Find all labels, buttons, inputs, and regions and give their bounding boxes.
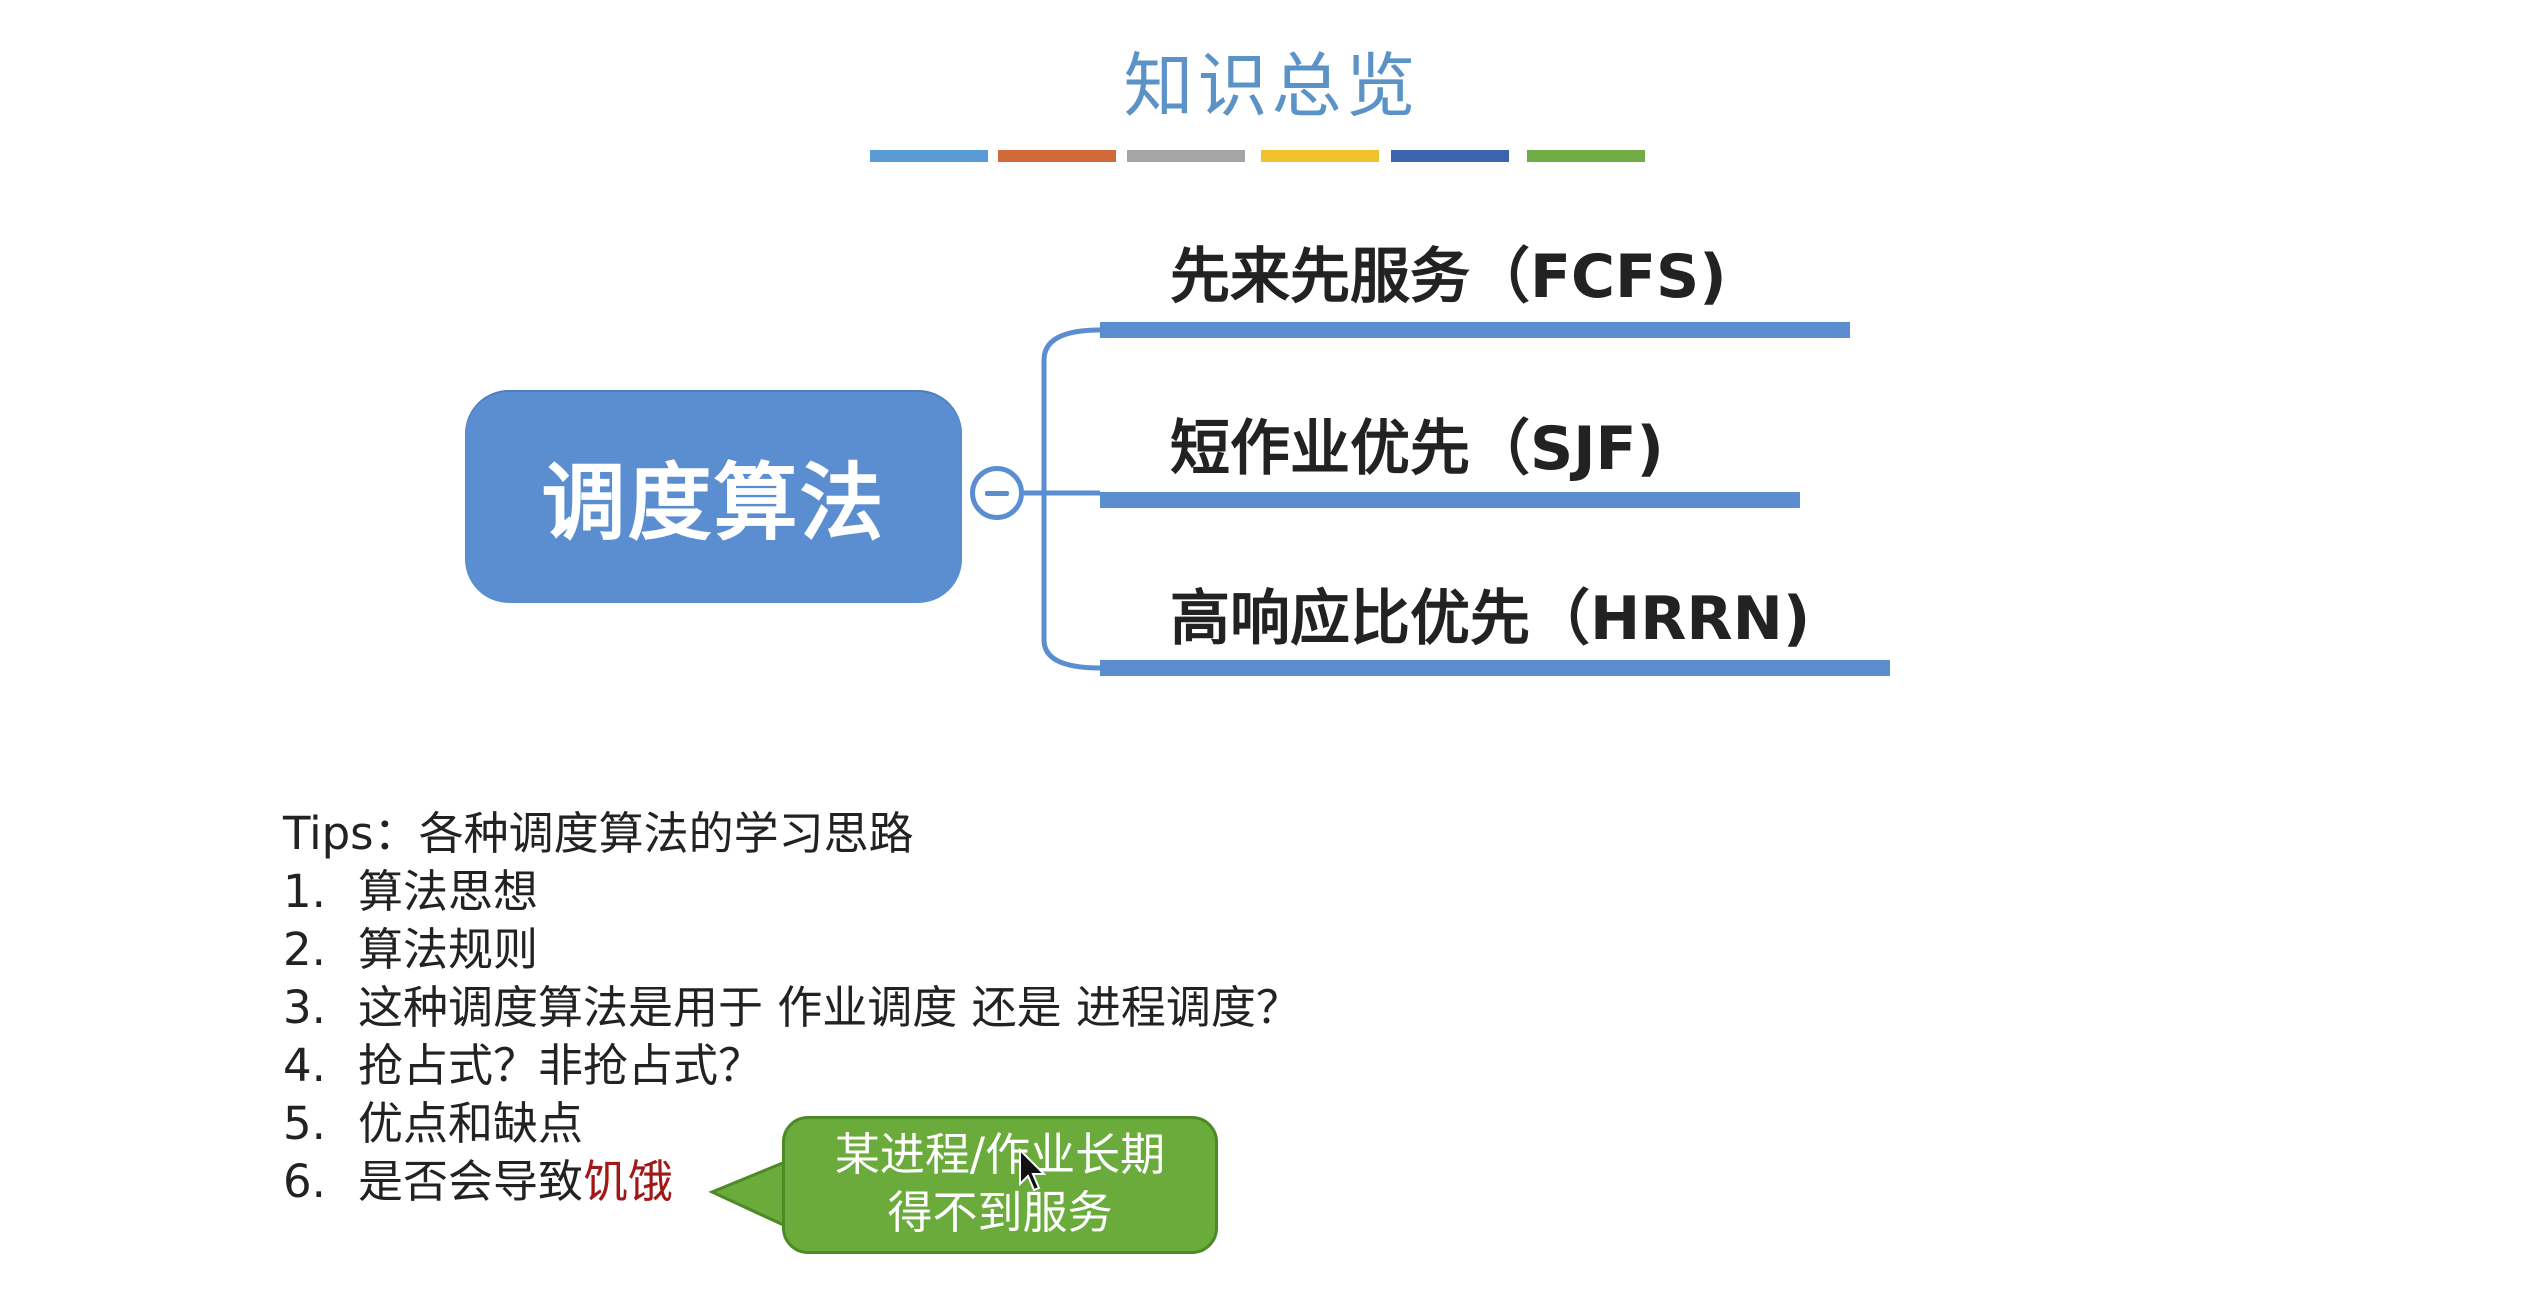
- tips-item-number: 5.: [283, 1097, 326, 1150]
- tips-item-text: 抢占式？非抢占式？: [358, 1039, 764, 1092]
- color-bar-1: [870, 150, 988, 162]
- starvation-highlight: 饥饿: [583, 1155, 674, 1208]
- tips-item: 1. 算法思想: [283, 863, 1301, 921]
- tips-heading: Tips：各种调度算法的学习思路: [283, 807, 914, 860]
- tips-item-text: 这种调度算法是用于 作业调度 还是 进程调度？: [358, 981, 1301, 1034]
- minus-icon: [985, 490, 1009, 496]
- tips-item-text: 优点和缺点: [358, 1097, 584, 1150]
- tips-item-number: 3.: [283, 981, 326, 1034]
- callout-line-2: 得不到服务: [887, 1186, 1113, 1239]
- tips-item-number: 2.: [283, 923, 326, 976]
- tips-item: 6. 是否会导致饥饿: [283, 1153, 1301, 1211]
- branch-hrrn-underline: [1100, 660, 1890, 676]
- tips-item: 4. 抢占式？非抢占式？: [283, 1037, 1301, 1095]
- color-bar-6: [1527, 150, 1645, 162]
- tips-item-text: 是否会导致: [358, 1155, 584, 1208]
- starvation-callout: 某进程/作业长期 得不到服务: [782, 1116, 1218, 1254]
- color-bar-5: [1391, 150, 1509, 162]
- tips-item: 5. 优点和缺点: [283, 1095, 1301, 1153]
- tips-item-text: 算法规则: [358, 923, 539, 976]
- collapse-toggle-button[interactable]: [970, 466, 1024, 520]
- tips-item-number: 4.: [283, 1039, 326, 1092]
- tips-item: 3. 这种调度算法是用于 作业调度 还是 进程调度？: [283, 979, 1301, 1037]
- callout-line-1: 某进程/作业长期: [834, 1128, 1166, 1181]
- tips-item-number: 6.: [283, 1155, 326, 1208]
- color-bar-4: [1261, 150, 1379, 162]
- color-bar-3: [1127, 150, 1245, 162]
- color-bar-2: [998, 150, 1116, 162]
- tips-list: Tips：各种调度算法的学习思路 1. 算法思想 2. 算法规则 3. 这种调度算法是…: [283, 805, 1301, 1211]
- branch-fcfs-label[interactable]: 先来先服务（FCFS): [1170, 242, 1727, 312]
- root-node-scheduling-algorithms[interactable]: 调度算法: [465, 390, 962, 603]
- tips-item: 2. 算法规则: [283, 921, 1301, 979]
- branch-fcfs-underline: [1100, 322, 1850, 338]
- tips-item-number: 1.: [283, 865, 326, 918]
- branch-hrrn-label[interactable]: 高响应比优先（HRRN): [1170, 584, 1811, 654]
- branch-sjf-label[interactable]: 短作业优先（SJF): [1170, 414, 1664, 484]
- slide-title: 知识总览: [1123, 45, 1420, 127]
- tips-item-text: 算法思想: [358, 865, 539, 918]
- branch-sjf-underline: [1100, 492, 1800, 508]
